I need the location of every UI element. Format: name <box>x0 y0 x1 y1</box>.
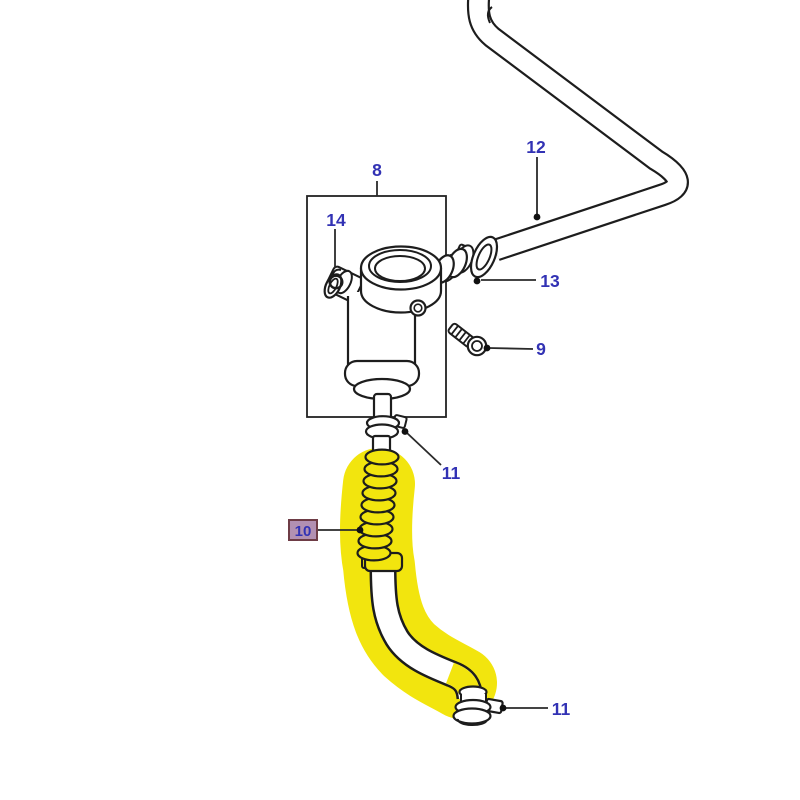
leader-part11-upper <box>406 432 442 466</box>
callout-part14[interactable]: 14 <box>326 210 346 230</box>
clip-14-art <box>328 268 344 290</box>
leader-dot-part12 <box>533 213 541 221</box>
leader-dot-part11-upper <box>401 428 409 435</box>
hose-12-art <box>466 0 689 261</box>
callout-part9[interactable]: 9 <box>536 339 546 359</box>
body-nipple <box>409 299 427 317</box>
callout-part12[interactable]: 12 <box>526 137 546 157</box>
callout-part10[interactable]: 10 <box>295 523 312 540</box>
leader-part9 <box>488 347 534 350</box>
clamp-11-lower-art <box>452 685 504 727</box>
leader-dot-part10 <box>356 526 364 534</box>
leader-dot-part9 <box>483 344 491 352</box>
bolt-9-art <box>447 322 488 357</box>
oil-separator-canister-art <box>323 245 455 424</box>
leader-dot-part13 <box>473 277 481 285</box>
hose-12-tip-curl <box>486 6 493 24</box>
callout-part13[interactable]: 13 <box>540 271 560 291</box>
leader-dot-part11-lower <box>499 704 507 712</box>
callout-part8[interactable]: 8 <box>372 160 382 180</box>
clamp-11-upper-art <box>364 414 408 455</box>
callout-part11-lower[interactable]: 11 <box>552 699 571 719</box>
part10-selected-label-box[interactable] <box>288 519 318 541</box>
callout-part11-upper[interactable]: 11 <box>442 463 461 483</box>
hose-10-art <box>356 448 484 700</box>
leader-dots <box>356 213 541 712</box>
leader-lines <box>317 157 548 709</box>
